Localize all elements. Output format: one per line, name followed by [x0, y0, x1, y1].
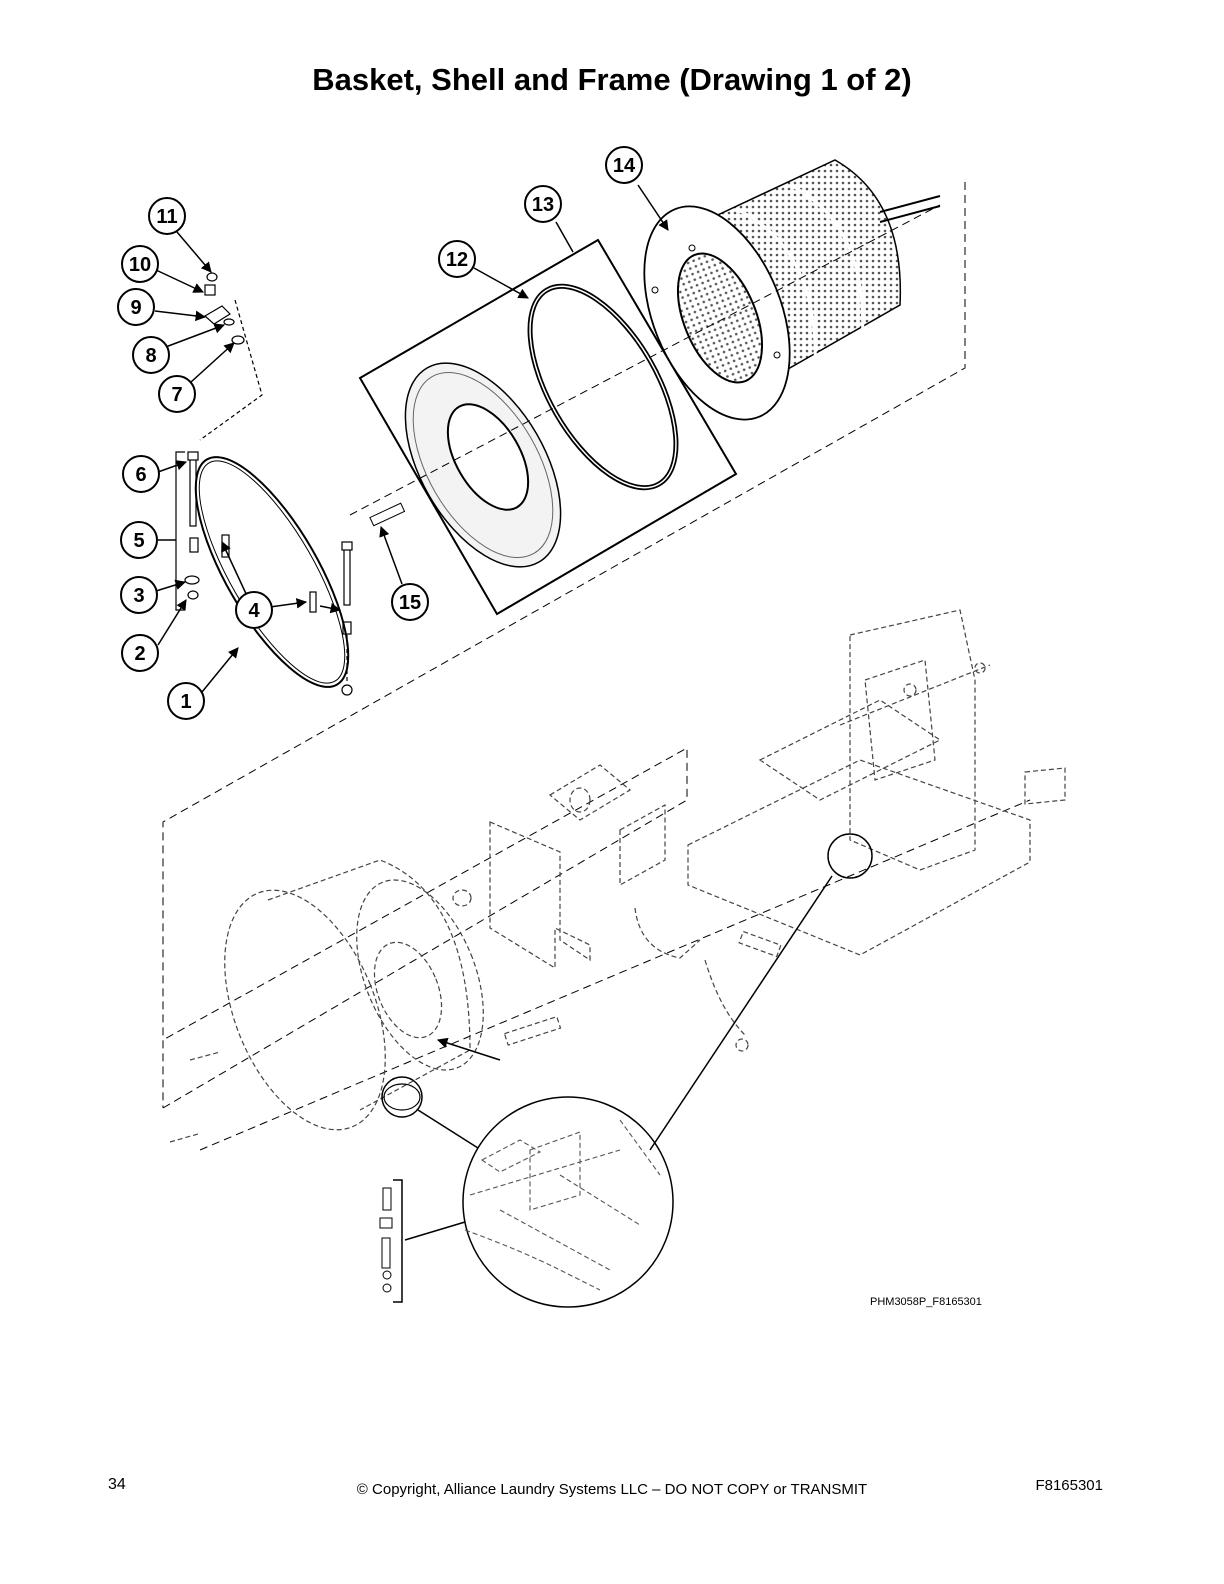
callout-label: 15 [399, 592, 421, 614]
callout-15: 15 [391, 583, 429, 621]
document-code: F8165301 [1035, 1477, 1103, 1494]
callout-label: 7 [171, 384, 182, 406]
band-clamp-ring [194, 456, 350, 688]
callout-13: 13 [524, 185, 562, 223]
page-title: Basket, Shell and Frame (Drawing 1 of 2) [312, 62, 912, 97]
callout-label: 6 [135, 464, 146, 486]
callout-balloons: 11 10 9 8 7 6 5 3 4 2 1 12 13 14 15 [117, 146, 643, 720]
callout-6: 6 [122, 455, 160, 493]
callout-10: 10 [121, 245, 159, 283]
callout-9: 9 [117, 288, 155, 326]
page-number: 34 [108, 1476, 126, 1493]
callout-label: 9 [130, 297, 141, 319]
callout-12: 12 [438, 240, 476, 278]
outer-shell [169, 859, 562, 1143]
callout-label: 4 [248, 600, 260, 622]
callout-label: 3 [133, 585, 144, 607]
callout-label: 1 [180, 691, 191, 713]
callout-label: 10 [129, 254, 151, 276]
callout-4: 4 [235, 591, 273, 629]
detail-callouts [379, 833, 873, 1308]
hardware-stack [175, 272, 353, 696]
callout-label: 13 [532, 194, 554, 216]
callout-14: 14 [605, 146, 643, 184]
callout-label: 11 [156, 206, 177, 228]
frame-assembly [489, 609, 1066, 1052]
callout-label: 12 [446, 249, 468, 271]
assembly-lines [162, 182, 1031, 1151]
callout-label: 8 [145, 345, 156, 367]
basket-drum [643, 159, 941, 421]
callout-3: 3 [120, 576, 158, 614]
callout-2: 2 [121, 634, 159, 672]
callout-1: 1 [167, 682, 205, 720]
callout-8: 8 [132, 336, 170, 374]
callout-5: 5 [120, 521, 158, 559]
callout-label: 14 [613, 155, 636, 177]
door-assembly [358, 238, 738, 616]
leader-arrows [154, 184, 669, 1061]
callout-label: 2 [134, 643, 145, 665]
drawing-code: PHM3058P_F8165301 [870, 1296, 982, 1308]
callout-11: 11 [148, 197, 186, 235]
callout-7: 7 [158, 375, 196, 413]
copyright-notice: © Copyright, Alliance Laundry Systems LL… [356, 1481, 868, 1498]
callout-label: 5 [133, 530, 144, 552]
